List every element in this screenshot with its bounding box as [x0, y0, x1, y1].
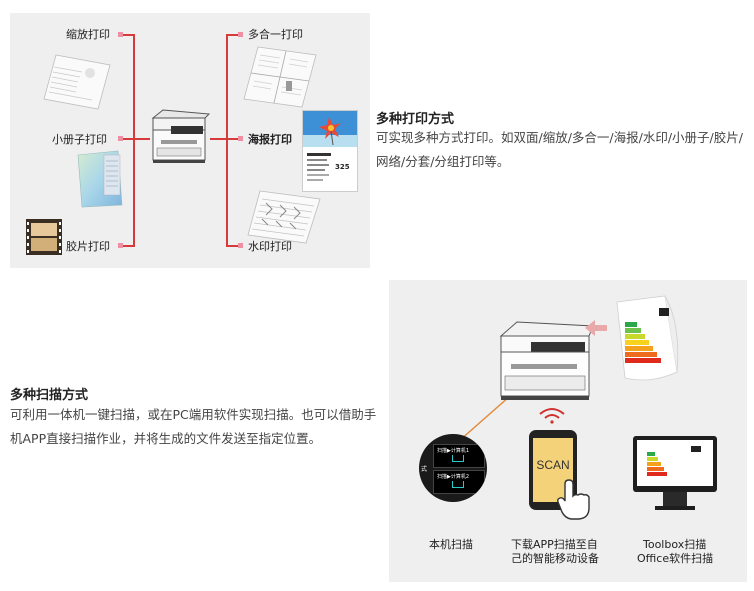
printer-image — [151, 109, 211, 163]
wifi-signal-icon — [539, 408, 565, 424]
scan-phone-label: SCAN — [536, 458, 570, 472]
arrow-left-icon — [585, 320, 607, 336]
label-toolbox-scan-line1: Toolbox扫描 — [643, 538, 707, 551]
screen-option-2-icon — [452, 481, 464, 488]
multi-up-page-image — [243, 46, 317, 108]
connector-right-vertical — [226, 34, 228, 247]
scan-section-description: 可利用一体机一键扫描，或在PC端用软件实现扫描。也可以借助手机APP直接扫描作业… — [10, 407, 377, 446]
connector-left-vertical — [133, 34, 135, 247]
connector-right-mid — [227, 138, 242, 140]
hand-pointer-icon — [557, 479, 590, 520]
label-app-scan-line1: 下载APP扫描至自 — [511, 538, 598, 551]
monitor-screen — [637, 440, 713, 486]
screen-option-1-label: 扫描▶计算机1 — [437, 448, 470, 454]
monitor-stand — [663, 492, 687, 506]
film-strip-image — [26, 219, 62, 255]
screen-option-1: 扫描▶计算机1 — [433, 444, 485, 468]
connector-dot — [118, 32, 123, 37]
scan-section-title: 多种扫描方式 — [10, 388, 89, 403]
monitor-base — [655, 506, 695, 510]
connector-left-mid — [118, 138, 134, 140]
label-toolbox-scan-line2: Office软件扫描 — [637, 552, 714, 565]
connector-dot — [238, 243, 243, 248]
poster-number: 325 — [335, 163, 350, 171]
print-section-description: 可实现多种方式打印。如双面/缩放/多合一/海报/水印/小册子/胶片/网络/分套/… — [376, 130, 743, 169]
booklet-image — [77, 150, 123, 208]
mfp-printer-image — [499, 321, 594, 400]
screen-option-2: 扫描▶计算机2 — [433, 470, 485, 494]
label-multi-up-print: 多合一打印 — [248, 28, 303, 41]
connector-printer-left — [134, 138, 150, 140]
connector-dot — [118, 243, 123, 248]
label-poster-print: 海报打印 — [248, 133, 292, 146]
print-section-title: 多种打印方式 — [376, 112, 455, 127]
connector-dot — [118, 136, 123, 141]
computer-monitor-image — [633, 436, 717, 492]
connector-dot — [238, 32, 243, 37]
label-watermark-print: 水印打印 — [248, 240, 292, 253]
connector-left-top — [118, 34, 134, 36]
connector-printer-right — [210, 138, 227, 140]
label-zoom-print: 缩放打印 — [66, 28, 110, 41]
label-local-scan: 本机扫描 — [429, 538, 473, 551]
zoom-page-image — [43, 54, 111, 110]
label-film-print: 胶片打印 — [66, 240, 110, 253]
control-panel-screen: 扫描▶计算机1 扫描▶计算机2 式 — [419, 434, 487, 502]
connector-right-bottom — [227, 245, 242, 247]
screen-option-2-label: 扫描▶计算机2 — [437, 474, 470, 480]
connector-right-top — [227, 34, 242, 36]
scan-methods-panel: 扫描▶计算机1 扫描▶计算机2 式 SCAN — [389, 280, 747, 582]
scanned-document-image — [616, 295, 679, 381]
screen-side-text: 式 — [421, 466, 428, 473]
poster-image: 325 — [302, 110, 358, 192]
label-app-scan-line2: 己的智能移动设备 — [511, 552, 599, 565]
watermark-page-image — [247, 190, 321, 244]
label-booklet-print: 小册子打印 — [52, 133, 107, 146]
screen-option-1-icon — [452, 455, 464, 462]
connector-dot — [238, 136, 243, 141]
print-methods-panel: 缩放打印 小册子打印 胶片打印 多合一打印 海报打印 水印打印 — [10, 13, 370, 268]
connector-left-bottom — [118, 245, 134, 247]
